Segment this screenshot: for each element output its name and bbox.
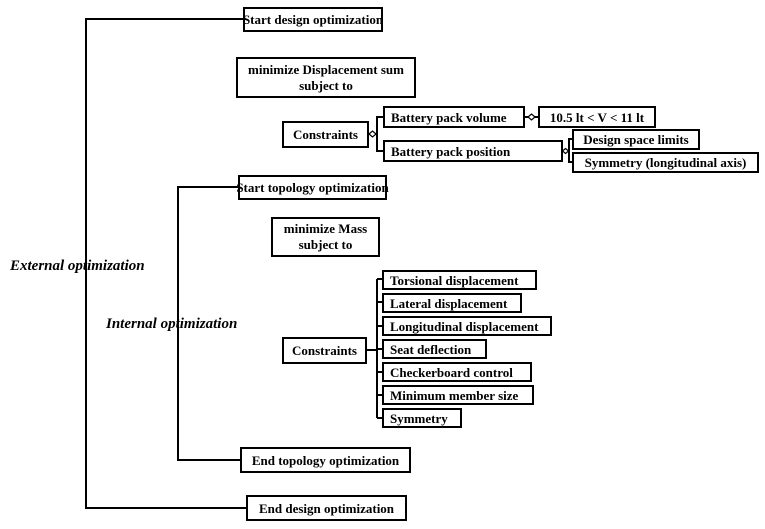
diamond-connector-icon — [561, 147, 570, 155]
volume-range-box: 10.5 lt < V < 11 lt — [538, 106, 656, 128]
design-subject-to-text: subject to — [299, 77, 353, 93]
constraint-item-minimum-member-size: Minimum member size — [382, 385, 534, 405]
topology-objective-text: minimize Mass — [283, 221, 368, 236]
internal-optimization-label: Internal optimization — [106, 316, 238, 332]
end-topology-optimization-box: End topology optimization — [240, 447, 411, 473]
constraint-item-seat-deflection: Seat deflection — [382, 339, 487, 359]
topology-constraints-box: Constraints — [282, 337, 367, 364]
battery-pack-position-box: Battery pack position — [383, 140, 563, 162]
symmetry-longitudinal-axis-box: Symmetry (longitudinal axis) — [572, 152, 759, 173]
constraint-item-longitudinal: Longitudinal displacement — [382, 316, 552, 336]
constraint-item-torsional: Torsional displacement — [382, 270, 537, 290]
design-objective-text: minimize Displacement sum — [248, 61, 404, 77]
topology-subject-to-text: subject to — [298, 237, 353, 252]
constraint-item-lateral: Lateral displacement — [382, 293, 522, 313]
end-design-optimization-box: End design optimization — [246, 495, 407, 521]
battery-pack-volume-box: Battery pack volume — [383, 106, 525, 128]
external-optimization-label: External optimization — [10, 258, 145, 274]
diamond-connector-icon — [368, 130, 377, 138]
constraint-item-symmetry: Symmetry — [382, 408, 462, 428]
design-objective-box: minimize Displacement sum subject to — [236, 57, 416, 98]
design-space-limits-box: Design space limits — [572, 129, 700, 150]
diamond-connector-icon — [527, 113, 536, 121]
start-topology-optimization-box: Start topology optimization — [236, 175, 389, 200]
start-design-optimization-box: Start design optimization — [243, 7, 383, 32]
design-constraints-box: Constraints — [282, 121, 369, 148]
constraint-item-checkerboard: Checkerboard control — [382, 362, 532, 382]
topology-objective-box: minimize Mass subject to — [271, 217, 380, 257]
